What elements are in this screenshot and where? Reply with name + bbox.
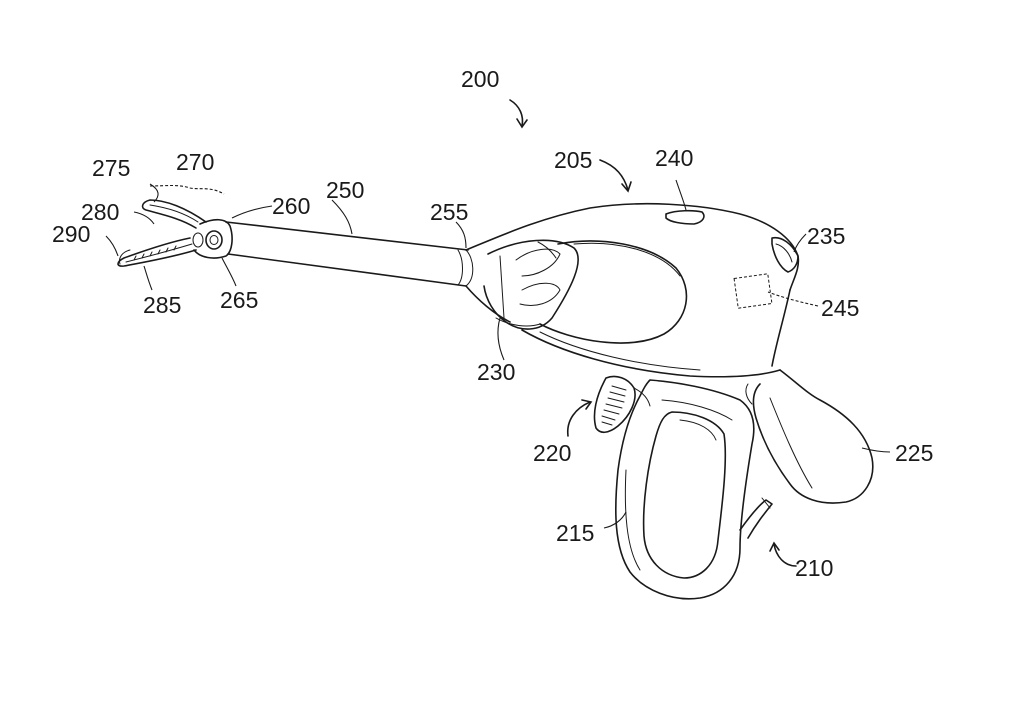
label-240: 240 xyxy=(655,145,693,171)
end-effector xyxy=(117,199,233,267)
label-265: 265 xyxy=(220,287,258,313)
shaft xyxy=(225,221,474,287)
label-260: 260 xyxy=(272,193,310,219)
housing xyxy=(465,202,800,378)
leader-lines xyxy=(105,179,891,529)
label-255: 255 xyxy=(430,199,468,225)
label-285: 285 xyxy=(143,292,181,318)
label-250: 250 xyxy=(326,177,364,203)
arrow-205 xyxy=(599,159,632,193)
stationary-handle xyxy=(745,369,874,504)
movable-handle xyxy=(615,379,773,600)
label-270: 270 xyxy=(176,149,214,175)
label-225: 225 xyxy=(895,440,933,466)
reference-numerals: 200 205 240 235 245 225 220 215 210 230 … xyxy=(52,66,933,581)
trigger xyxy=(593,375,651,434)
arrow-210 xyxy=(769,541,797,567)
label-210: 210 xyxy=(795,555,833,581)
arrow-220 xyxy=(566,399,593,437)
label-215: 215 xyxy=(556,520,594,546)
arrow-200 xyxy=(509,99,528,129)
label-235: 235 xyxy=(807,223,845,249)
label-280: 280 xyxy=(81,199,119,225)
label-200: 200 xyxy=(461,66,499,92)
label-290: 290 xyxy=(52,221,90,247)
label-220: 220 xyxy=(533,440,571,466)
label-275: 275 xyxy=(92,155,130,181)
label-205: 205 xyxy=(554,147,592,173)
label-245: 245 xyxy=(821,295,859,321)
label-230: 230 xyxy=(477,359,515,385)
